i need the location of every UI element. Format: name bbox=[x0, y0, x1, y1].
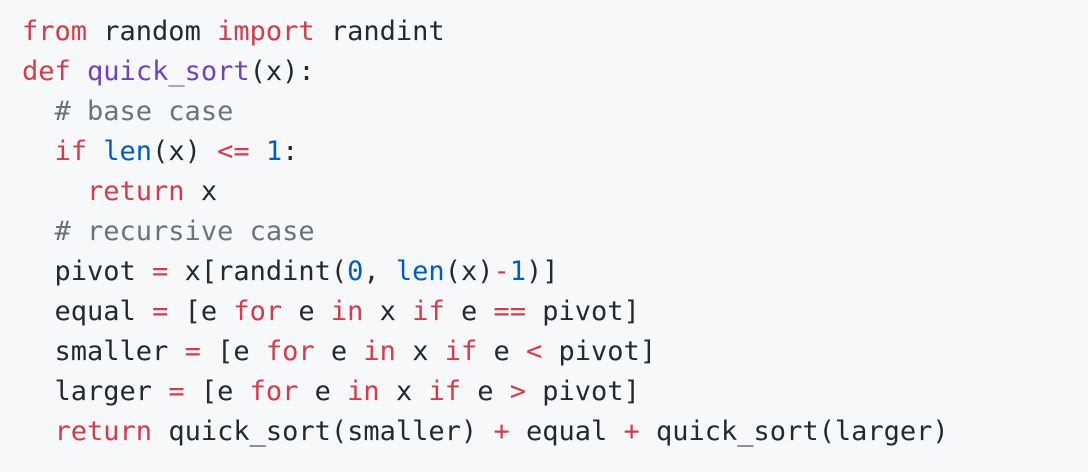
code-token: e bbox=[282, 296, 331, 327]
indent bbox=[22, 416, 55, 447]
operator-token: + bbox=[623, 416, 640, 447]
keyword-token: return bbox=[54, 416, 153, 447]
keyword-token: if bbox=[54, 136, 88, 167]
keyword-token: if bbox=[444, 336, 478, 367]
code-token: e bbox=[460, 376, 510, 407]
code-token: : bbox=[282, 136, 299, 167]
keyword-token: in bbox=[347, 376, 380, 407]
code-token: e bbox=[477, 336, 527, 367]
keyword-token: for bbox=[249, 376, 299, 407]
code-line-1: from random import randint bbox=[22, 12, 1088, 52]
code-token: equal bbox=[509, 416, 624, 447]
code-token: [e bbox=[168, 296, 234, 327]
keyword-token: for bbox=[233, 296, 283, 327]
code-token: [e bbox=[184, 376, 250, 407]
code-token: x bbox=[395, 336, 445, 367]
operator-token: = bbox=[184, 336, 201, 367]
operator-token: - bbox=[493, 256, 510, 287]
keyword-token: from bbox=[22, 16, 88, 47]
operator-token: = bbox=[152, 296, 169, 327]
comment-token: # base case bbox=[54, 96, 234, 127]
keyword-token: import bbox=[217, 16, 315, 47]
keyword-token: if bbox=[412, 296, 445, 327]
code-token: pivot] bbox=[542, 336, 657, 367]
code-token: e bbox=[444, 296, 494, 327]
indent bbox=[22, 136, 55, 167]
code-token: x bbox=[379, 376, 429, 407]
operator-token: > bbox=[509, 376, 527, 407]
code-line-10: larger = [e for e in x if e > pivot] bbox=[22, 372, 1088, 412]
code-line-2: def quick_sort(x): bbox=[22, 52, 1088, 92]
operator-token: + bbox=[493, 416, 510, 447]
code-token: x[randint( bbox=[168, 256, 348, 287]
function-name-token: quick_sort bbox=[87, 56, 250, 87]
keyword-token: in bbox=[363, 336, 396, 367]
code-token: pivot] bbox=[526, 296, 640, 327]
operator-token: == bbox=[493, 296, 527, 327]
code-token: quick_sort(smaller) bbox=[152, 416, 494, 447]
code-token: (x): bbox=[249, 56, 315, 87]
number-token: 1 bbox=[509, 256, 526, 287]
code-token: randint bbox=[314, 16, 445, 47]
code-token: pivot bbox=[22, 256, 153, 287]
code-token bbox=[250, 136, 266, 167]
builtin-token: len bbox=[395, 256, 445, 287]
code-line-3: # base case bbox=[22, 92, 1088, 132]
indent bbox=[22, 176, 87, 207]
code-token: quick_sort(larger) bbox=[639, 416, 949, 447]
code-token: e bbox=[314, 336, 364, 367]
code-token: smaller bbox=[22, 336, 185, 367]
operator-token: <= bbox=[217, 136, 250, 167]
indent bbox=[22, 216, 55, 247]
code-token bbox=[87, 136, 103, 167]
keyword-token: if bbox=[428, 376, 461, 407]
code-token: pivot] bbox=[526, 376, 640, 407]
code-token bbox=[71, 56, 87, 87]
code-token: )] bbox=[526, 256, 559, 287]
keyword-token: return bbox=[87, 176, 185, 207]
code-token: equal bbox=[22, 296, 153, 327]
code-token: x bbox=[184, 176, 218, 207]
code-line-5: return x bbox=[22, 172, 1088, 212]
indent bbox=[22, 96, 55, 127]
keyword-token: for bbox=[265, 336, 315, 367]
code-line-8: equal = [e for e in x if e == pivot] bbox=[22, 292, 1088, 332]
operator-token: = bbox=[152, 256, 169, 287]
operator-token: = bbox=[168, 376, 185, 407]
code-token: , bbox=[363, 256, 396, 287]
operator-token: < bbox=[526, 336, 543, 367]
code-token: x bbox=[363, 296, 413, 327]
keyword-token: def bbox=[22, 56, 71, 87]
comment-token: # recursive case bbox=[54, 216, 315, 247]
keyword-token: in bbox=[330, 296, 364, 327]
code-token: [e bbox=[200, 336, 266, 367]
code-token: larger bbox=[22, 376, 169, 407]
code-token: random bbox=[87, 16, 218, 47]
code-token: (x) bbox=[444, 256, 494, 287]
number-token: 0 bbox=[347, 256, 364, 287]
number-token: 1 bbox=[265, 136, 283, 167]
code-token: e bbox=[298, 376, 348, 407]
code-line-9: smaller = [e for e in x if e < pivot] bbox=[22, 332, 1088, 372]
code-line-4: if len(x) <= 1: bbox=[22, 132, 1088, 172]
code-line-11: return quick_sort(smaller) + equal + qui… bbox=[22, 412, 1088, 452]
code-line-6: # recursive case bbox=[22, 212, 1088, 252]
builtin-token: len bbox=[103, 136, 153, 167]
code-token: (x) bbox=[152, 136, 218, 167]
code-line-7: pivot = x[randint(0, len(x)-1)] bbox=[22, 252, 1088, 292]
